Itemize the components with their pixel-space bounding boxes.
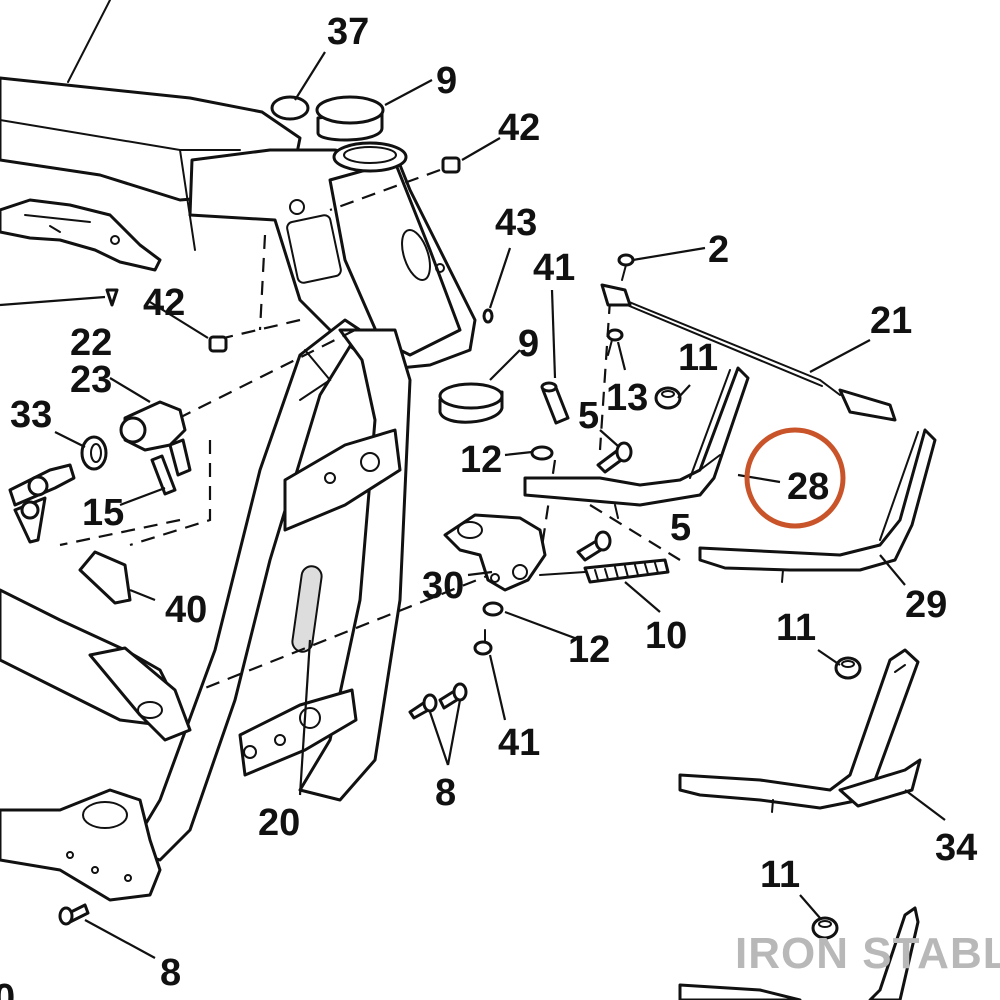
callout-partial-bottom-left: 0 xyxy=(0,977,15,1000)
part-5-bolt-upper xyxy=(596,441,633,474)
part-21-sensor xyxy=(600,283,897,422)
left-bracket xyxy=(0,198,162,272)
callout-29: 29 xyxy=(905,584,947,626)
lower-rail xyxy=(0,588,192,742)
partial-stand xyxy=(678,906,920,1000)
callout-42-top: 42 xyxy=(498,107,540,149)
part-33-washer xyxy=(80,435,108,471)
callout-41-lower: 41 xyxy=(498,722,540,764)
callout-9-lower: 9 xyxy=(518,323,539,365)
callout-43: 43 xyxy=(495,202,537,244)
callout-5-top: 5 xyxy=(578,395,599,437)
part-15-spring xyxy=(150,454,177,496)
assembly-lines xyxy=(59,168,681,692)
highlight-circle xyxy=(744,427,846,529)
callout-21: 21 xyxy=(870,300,912,342)
steering-head xyxy=(188,141,477,372)
part-42-cap-left xyxy=(208,335,228,353)
callout-10: 10 xyxy=(645,615,687,657)
part-29-jiffy-stand xyxy=(698,428,937,583)
part-40-reflector xyxy=(78,550,132,605)
part-2-screw xyxy=(617,253,635,281)
callout-2: 2 xyxy=(708,229,729,271)
callout-28: 28 xyxy=(787,466,829,508)
callout-22: 22 xyxy=(70,322,112,364)
part-28-jiffy-stand xyxy=(523,366,750,519)
callout-13: 13 xyxy=(606,377,648,419)
callout-12-lower: 12 xyxy=(568,629,610,671)
part-43-pin xyxy=(482,308,494,324)
part-42-cap-top xyxy=(441,156,461,174)
callout-23: 23 xyxy=(70,359,112,401)
callout-30: 30 xyxy=(422,565,464,607)
part-11-bumper-lower xyxy=(811,916,839,940)
callout-11-lower: 11 xyxy=(760,854,800,896)
callout-11-middle: 11 xyxy=(776,607,816,649)
callout-40: 40 xyxy=(165,589,207,631)
callout-12-top: 12 xyxy=(460,439,502,481)
part-37-plug xyxy=(270,95,310,121)
part-10-spring xyxy=(539,558,670,584)
lower-crossmember xyxy=(0,788,162,902)
part-11-bumper-upper xyxy=(654,386,682,410)
callout-34: 34 xyxy=(935,827,977,869)
callout-labels: 37 9 42 43 41 2 21 11 13 5 12 28 9 42 22… xyxy=(0,11,977,1000)
callout-41-top: 41 xyxy=(533,247,575,289)
part-9-bearing-lower xyxy=(438,382,504,424)
callout-15: 15 xyxy=(82,492,124,534)
watermark: IRON STABLE xyxy=(735,929,1000,978)
part-30-pivot-bracket xyxy=(443,513,547,592)
tube-brackets xyxy=(238,428,402,777)
callout-42-left: 42 xyxy=(143,282,185,324)
part-41-pin-lower xyxy=(473,629,493,656)
part-13-screw xyxy=(606,328,624,356)
part-34-jiffy-stand xyxy=(678,648,922,813)
callout-37: 37 xyxy=(327,11,369,53)
frame-screw xyxy=(105,288,119,307)
callout-33: 33 xyxy=(10,394,52,436)
leader-lines xyxy=(0,51,946,959)
part-23-ignition-switch xyxy=(119,400,192,477)
callout-11-top: 11 xyxy=(678,337,718,379)
part-12-washer-lower xyxy=(482,601,504,617)
part-8-bolts xyxy=(408,682,468,720)
part-12-washer-upper xyxy=(530,445,554,461)
callout-8-bottom: 8 xyxy=(160,952,181,994)
ignition-keys xyxy=(8,463,76,544)
part-9-bearing-top xyxy=(315,95,385,142)
callout-5-lower: 5 xyxy=(670,507,691,549)
part-5-bolt-lower xyxy=(576,530,612,562)
part-11-bumper-middle xyxy=(834,656,862,680)
callout-8-middle: 8 xyxy=(435,772,456,814)
part-41-sleeve xyxy=(540,381,570,425)
callout-20: 20 xyxy=(258,802,300,844)
callout-9-top: 9 xyxy=(436,60,457,102)
part-8-bolt-bottom xyxy=(58,903,90,926)
